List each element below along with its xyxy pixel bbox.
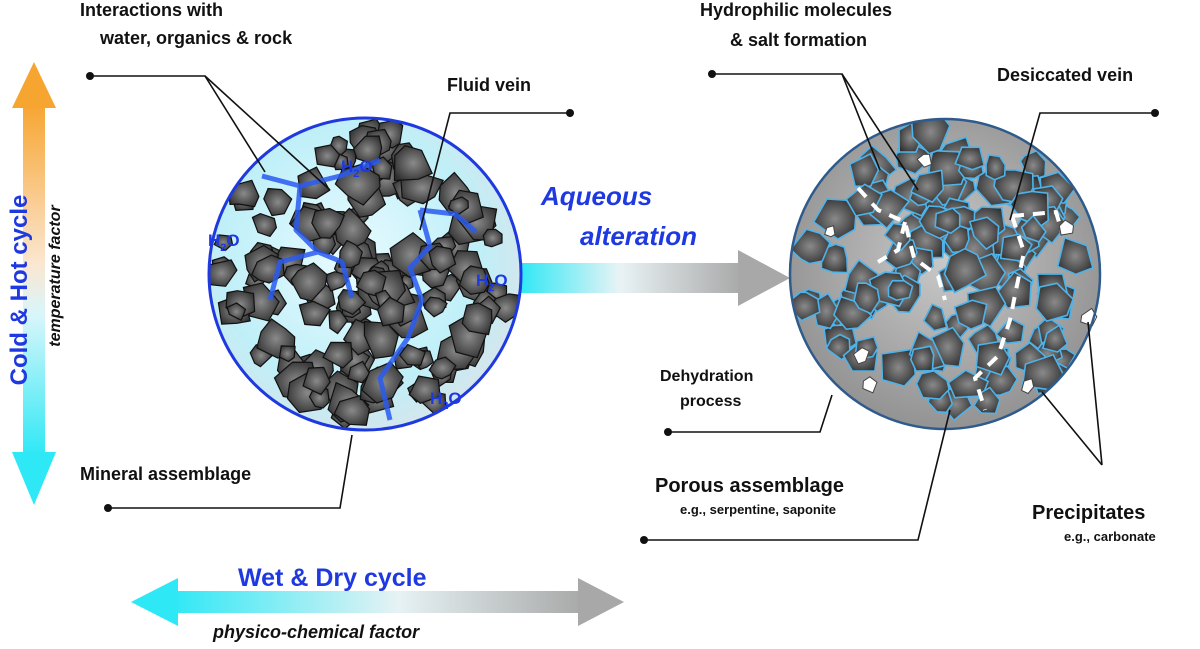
mineral-grain xyxy=(458,265,491,296)
mineral-grain xyxy=(1041,324,1069,353)
mineral-grain xyxy=(347,360,371,384)
h2o-label: H2O xyxy=(208,231,240,254)
mineral-grain xyxy=(887,279,914,302)
mineral-grain xyxy=(1035,282,1075,323)
desiccated-vein-label: Desiccated vein xyxy=(997,65,1134,85)
mineral-grain xyxy=(278,345,296,363)
mineral-grain xyxy=(298,300,332,327)
interactions-label-line1: Interactions with xyxy=(80,0,224,20)
precipitate-crystal xyxy=(1058,219,1075,236)
precipitate-crystal xyxy=(824,225,836,238)
mineral-grains xyxy=(209,118,521,430)
mineral-grain xyxy=(311,207,346,239)
mineral-grain xyxy=(398,343,426,366)
mineral-grain xyxy=(985,154,1007,181)
desiccated-veins xyxy=(856,186,1064,411)
mineral-grain xyxy=(1020,214,1047,243)
mineral-grain xyxy=(973,386,1001,415)
temperature-factor-label: temperature factor xyxy=(47,205,64,347)
mineral-grain xyxy=(930,326,965,368)
precipitate-crystal xyxy=(862,376,878,394)
interactions-label-line2: water, organics & rock xyxy=(100,28,293,48)
mineral-grain xyxy=(853,282,881,315)
mineral-grain xyxy=(953,299,988,330)
cold-hot-arrow xyxy=(12,62,56,505)
mineral-grain xyxy=(290,262,328,302)
mineral-grain xyxy=(333,395,371,426)
h2o-labels: H2O H2O H2O H2O xyxy=(208,157,508,412)
mineral-grain xyxy=(322,341,353,369)
mineral-grain xyxy=(213,234,234,252)
aqueous-alteration-arrow xyxy=(520,250,790,306)
mineral-grain xyxy=(845,183,883,217)
mineral-grain xyxy=(226,302,247,322)
mineral-grain xyxy=(428,356,457,380)
h2o-label: H2O xyxy=(341,157,373,180)
mineral-grain xyxy=(968,216,1000,251)
mineral-grain xyxy=(922,303,948,332)
mineral-grain xyxy=(934,207,961,235)
cold-hot-cycle-label: Cold & Hot cycle xyxy=(6,194,33,386)
mineral-grain xyxy=(338,239,363,269)
mineral-grain xyxy=(263,187,293,217)
precipitates-example-label: e.g., carbonate xyxy=(1064,529,1156,544)
mineral-grain xyxy=(790,291,821,322)
mineral-grain xyxy=(1009,190,1050,228)
wet-mineral-sphere xyxy=(207,116,523,432)
mineral-grain xyxy=(302,366,331,396)
mineral-grain xyxy=(209,259,238,287)
mineral-grain xyxy=(848,152,880,188)
mineral-grain xyxy=(428,245,457,274)
aqueous-label-line1: Aqueous xyxy=(541,181,653,211)
physico-chemical-factor-label: physico-chemical factor xyxy=(213,622,420,642)
precipitate-crystal xyxy=(916,153,932,168)
hydrophilic-label-line2: & salt formation xyxy=(730,30,868,50)
mineral-grain xyxy=(337,288,367,316)
mineral-grain xyxy=(314,144,341,168)
aqueous-label-line2: alteration xyxy=(580,221,698,251)
porous-sphere xyxy=(788,117,1102,431)
mineral-grain xyxy=(825,333,851,361)
mineral-grain xyxy=(832,295,873,331)
mineral-grain xyxy=(915,370,950,400)
mineral-assemblage-label: Mineral assemblage xyxy=(80,464,252,484)
mineral-grain xyxy=(328,309,349,335)
leader-dots xyxy=(86,70,1159,544)
mineral-grain xyxy=(943,247,988,294)
dehydration-label-line2: process xyxy=(680,393,742,410)
mineral-grain xyxy=(1056,236,1094,276)
precipitate-crystal xyxy=(852,347,870,365)
mineral-grain xyxy=(461,302,493,336)
mineral-grain xyxy=(251,212,278,238)
precipitate-crystal xyxy=(1021,377,1035,395)
h2o-label: H2O xyxy=(476,271,508,294)
mineral-grain xyxy=(393,145,434,182)
porous-grains xyxy=(790,119,1094,422)
dehydration-label-line1: Dehydration xyxy=(660,368,754,385)
h2o-label: H2O xyxy=(430,389,462,412)
porous-assemblage-label: Porous assemblage xyxy=(655,475,844,497)
wet-dry-arrow xyxy=(131,578,624,626)
fluid-vein-label: Fluid vein xyxy=(447,75,532,95)
precipitates-label: Precipitates xyxy=(1032,502,1146,524)
leader-lines xyxy=(90,73,1155,541)
mineral-grain xyxy=(482,228,503,248)
mineral-grain xyxy=(408,375,441,404)
porous-example-label: e.g., serpentine, saponite xyxy=(680,502,837,517)
mineral-grain xyxy=(983,365,1019,397)
mineral-grain xyxy=(909,345,935,372)
mineral-grain xyxy=(995,317,1025,345)
mineral-grain xyxy=(790,228,831,265)
fluid-veins xyxy=(261,157,478,421)
mineral-grain xyxy=(376,296,405,327)
mineral-grain xyxy=(999,233,1033,263)
mineral-grain xyxy=(909,169,945,204)
mineral-grain xyxy=(954,146,986,171)
mineral-grain xyxy=(423,296,448,318)
precipitate-crystals xyxy=(824,153,1098,395)
wet-dry-cycle-label: Wet & Dry cycle xyxy=(238,564,427,592)
hydrophilic-label-line1: Hydrophilic molecules xyxy=(700,0,893,20)
